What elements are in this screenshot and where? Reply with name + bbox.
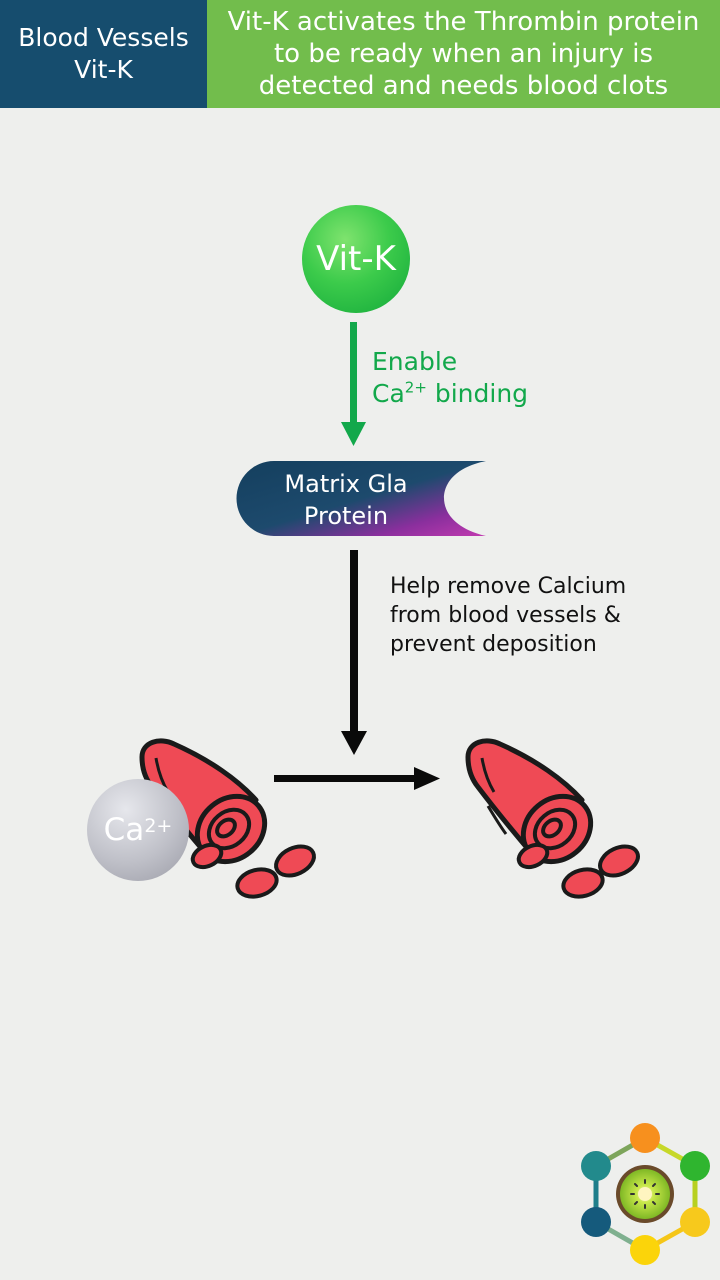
protein-label: Matrix Gla Protein xyxy=(236,468,456,532)
blood-vessel-icon xyxy=(465,738,640,899)
transition-arrow xyxy=(274,767,440,790)
calcium-symbol: Ca xyxy=(372,379,405,408)
header-description-line-1: Vit-K activates the Thrombin protein xyxy=(227,7,700,37)
vitk-label: Vit-K xyxy=(316,239,396,279)
header-category-line-1: Blood Vessels xyxy=(18,23,189,52)
vitk-circle: Vit-K xyxy=(302,205,410,313)
enable-label-line-1: Enable xyxy=(372,347,458,376)
enable-label-line-2: Ca2+ binding xyxy=(372,378,528,410)
calcium-charge: 2+ xyxy=(404,378,427,397)
header-description-line-3: detected and needs blood clots xyxy=(258,71,669,101)
enable-binding-label: Enable Ca2+ binding xyxy=(372,346,528,410)
remove-calcium-line-2: from blood vessels & xyxy=(390,603,621,628)
calcium-ion-symbol: Ca xyxy=(103,812,145,848)
remove-calcium-arrow xyxy=(341,550,367,755)
enable-arrow xyxy=(341,322,366,446)
header-category-line-2: Vit-K xyxy=(74,55,133,84)
header-description: Vit-K activates the Thrombin protein to … xyxy=(207,0,720,108)
remove-calcium-line-3: prevent deposition xyxy=(390,632,597,657)
kiwi-logo-icon xyxy=(581,1123,710,1265)
protein-label-line-2: Protein xyxy=(303,502,389,530)
protein-label-line-1: Matrix Gla xyxy=(284,470,408,498)
remove-calcium-line-1: Help remove Calcium xyxy=(390,574,627,599)
header-description-line-2: to be ready when an injury is xyxy=(273,39,653,69)
protein-pill-shape xyxy=(236,461,486,536)
header-category: Blood Vessels Vit-K xyxy=(0,0,207,108)
binding-word: binding xyxy=(426,379,529,408)
blood-vessel-icon xyxy=(139,738,316,899)
remove-calcium-label: Help remove Calcium from blood vessels &… xyxy=(390,572,626,659)
